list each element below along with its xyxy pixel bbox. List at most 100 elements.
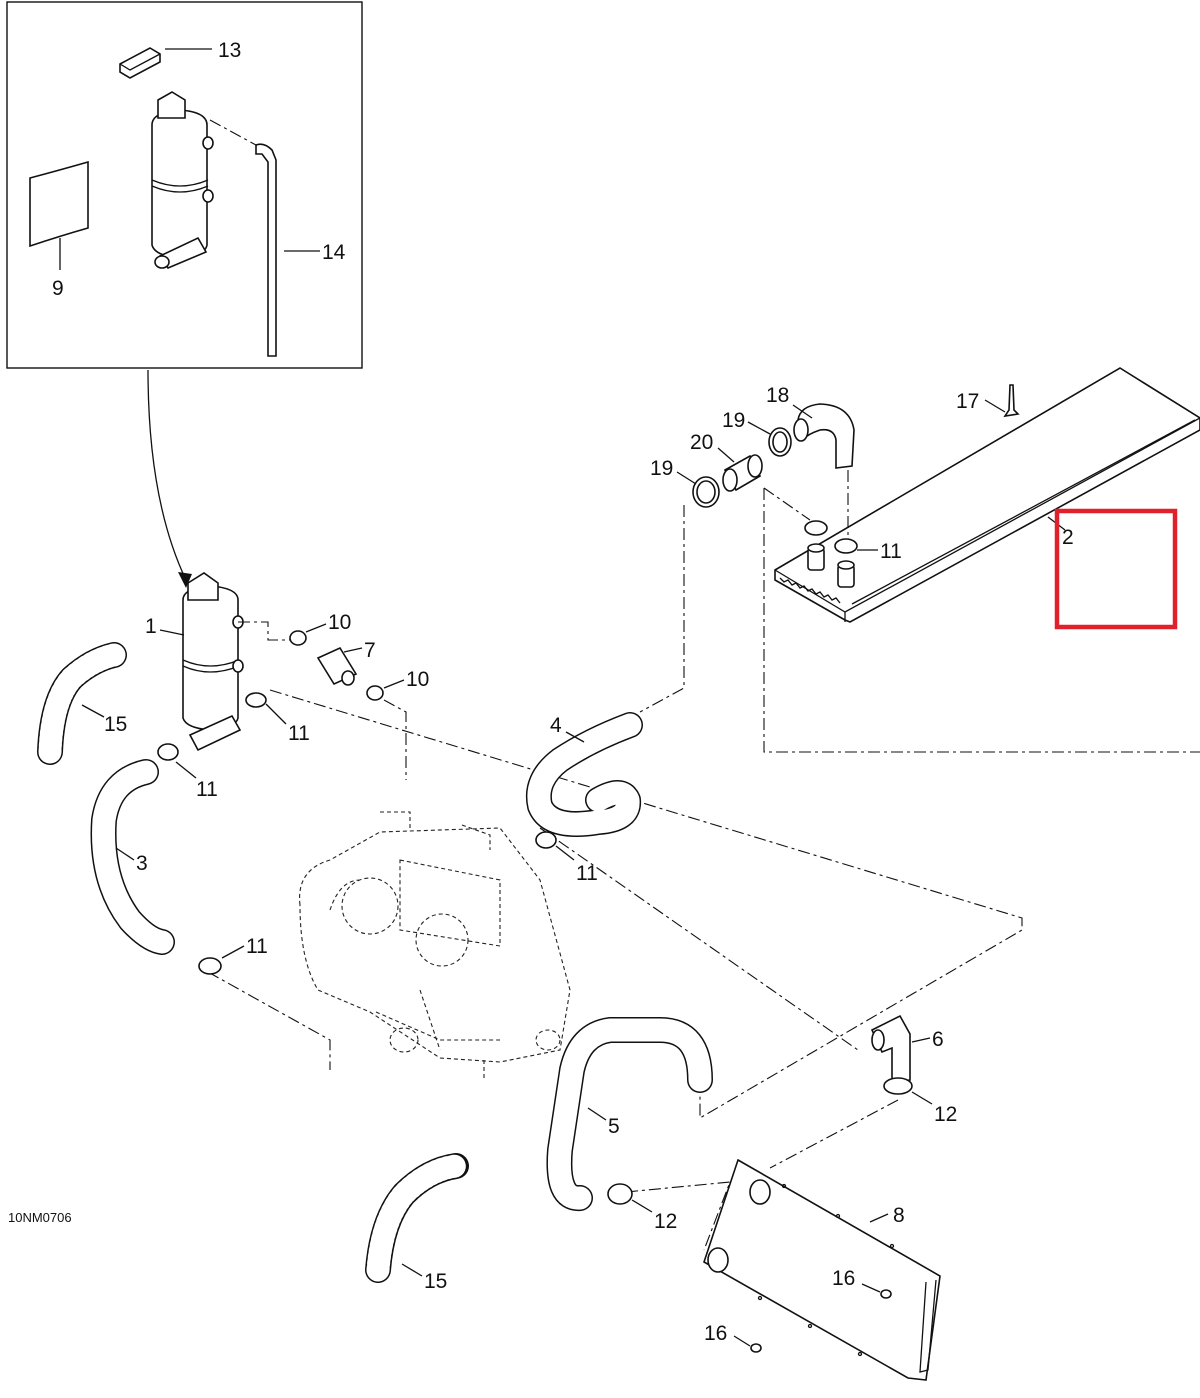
callout-10a: 10: [328, 611, 351, 634]
leader-12-hose5: [631, 1199, 653, 1213]
route-12-8: [769, 1099, 899, 1169]
heat-exchanger[interactable]: [774, 367, 1200, 623]
elbow-fitting-6[interactable]: [870, 1014, 911, 1083]
dash-13-14: [209, 119, 257, 146]
callout-1: 1: [145, 615, 157, 638]
callout-19b: 19: [650, 457, 673, 480]
clamp-11-radiator-a[interactable]: [804, 520, 828, 536]
hose-connector[interactable]: [722, 454, 763, 492]
leader-11-hose3: [175, 761, 197, 779]
leader-12-elbow: [911, 1091, 933, 1105]
callout-11-radiator: 11: [880, 540, 902, 563]
clamp-19a[interactable]: [768, 427, 792, 457]
leader-7: [343, 647, 363, 653]
callout-16a: 16: [832, 1267, 855, 1290]
overflow-tube[interactable]: [255, 143, 277, 357]
callout-13: 13: [218, 39, 241, 62]
decal[interactable]: [29, 160, 89, 248]
leader-5: [587, 1107, 607, 1121]
coolant-hose-5[interactable]: [546, 1017, 713, 1211]
callout-15-upper: 15: [104, 713, 127, 736]
callout-15-lower: 15: [424, 1270, 447, 1293]
leader-4: [565, 731, 585, 743]
clamp-11-tank[interactable]: [245, 692, 267, 708]
rivet[interactable]: [1003, 384, 1020, 418]
clamp-10b[interactable]: [366, 685, 384, 701]
callout-2: 2: [1062, 526, 1074, 549]
route-12-8b: [625, 1181, 731, 1251]
leader-11-hose4: [555, 845, 575, 861]
leader-16b: [733, 1335, 751, 1347]
clamp-11-hose3-top[interactable]: [157, 743, 179, 761]
leader-17: [984, 399, 1006, 413]
clamp-12-elbow[interactable]: [883, 1077, 913, 1095]
leader-15-upper: [81, 704, 105, 718]
callout-20: 20: [690, 431, 713, 454]
leader-8: [869, 1213, 889, 1223]
highlight-box: [1054, 508, 1178, 630]
corrugated-hose-upper[interactable]: [37, 642, 127, 765]
leader-15-lower: [401, 1263, 423, 1277]
corrugated-hose-lower[interactable]: [365, 1153, 469, 1283]
route-tank-10a: [238, 621, 290, 641]
route-19-hose4: [639, 505, 685, 713]
callout-9: 9: [52, 277, 64, 300]
callout-5: 5: [608, 1115, 620, 1138]
callout-19a: 19: [722, 409, 745, 432]
leader-11-tank: [265, 703, 287, 725]
callout-11-bottom: 11: [246, 935, 268, 958]
leader-16a: [861, 1283, 881, 1293]
callout-12-hose5: 12: [654, 1210, 677, 1233]
engine-outline: [299, 811, 571, 1080]
callout-11-tank: 11: [288, 722, 310, 745]
clamp-12-hose5[interactable]: [607, 1183, 633, 1205]
callout-4: 4: [550, 714, 562, 737]
callout-8: 8: [893, 1204, 905, 1227]
drawing-code: 10NM0706: [8, 1210, 72, 1225]
clamp-11-radiator-b[interactable]: [834, 538, 858, 554]
reservoir-cap[interactable]: [119, 47, 161, 79]
callout-6: 6: [932, 1028, 944, 1051]
callout-16b: 16: [704, 1322, 727, 1345]
screw-16a[interactable]: [880, 1289, 892, 1299]
callout-18: 18: [766, 384, 789, 407]
clamp-11-hose3-bottom[interactable]: [198, 957, 222, 975]
route-11-engine: [207, 971, 331, 1070]
leader-6: [911, 1037, 931, 1043]
callout-12-elbow: 12: [934, 1103, 957, 1126]
screw-16b[interactable]: [750, 1343, 762, 1353]
leader-3: [115, 847, 135, 861]
leader-11-bottom: [221, 945, 245, 959]
callout-3: 3: [136, 852, 148, 875]
heat-exchanger-panel[interactable]: [703, 1158, 941, 1381]
callout-14: 14: [322, 241, 346, 264]
elbow-fitting[interactable]: [793, 403, 855, 469]
leader-19b: [676, 471, 697, 485]
route-10b-engine: [383, 699, 407, 780]
callout-7: 7: [364, 639, 376, 662]
coolant-reservoir[interactable]: [182, 572, 244, 752]
coolant-hose-3[interactable]: [90, 759, 175, 955]
leader-10a: [305, 623, 327, 633]
route-radiator-fitting: [763, 487, 811, 521]
inset-arrow: [147, 369, 187, 581]
coolant-hose-4[interactable]: [526, 712, 643, 837]
clamp-10a[interactable]: [289, 630, 307, 646]
route-tank-radiator: [269, 689, 1023, 1119]
leader-19a: [747, 421, 771, 435]
leader-10b: [383, 679, 405, 689]
callout-11-hose3: 11: [196, 778, 218, 801]
clamp-11-hose4[interactable]: [535, 831, 557, 849]
route-radiator-loop: [763, 488, 1200, 753]
leader-20: [717, 447, 735, 463]
callout-17: 17: [956, 390, 979, 413]
leader-18: [792, 404, 813, 419]
leader-1: [159, 629, 185, 636]
inset-reservoir-tank[interactable]: [151, 91, 214, 269]
callout-11-hose4: 11: [576, 862, 598, 885]
arrow-head: [178, 572, 192, 588]
callout-10b: 10: [406, 668, 429, 691]
clamp-19b[interactable]: [692, 476, 720, 508]
bypass-pipe[interactable]: [316, 646, 358, 686]
